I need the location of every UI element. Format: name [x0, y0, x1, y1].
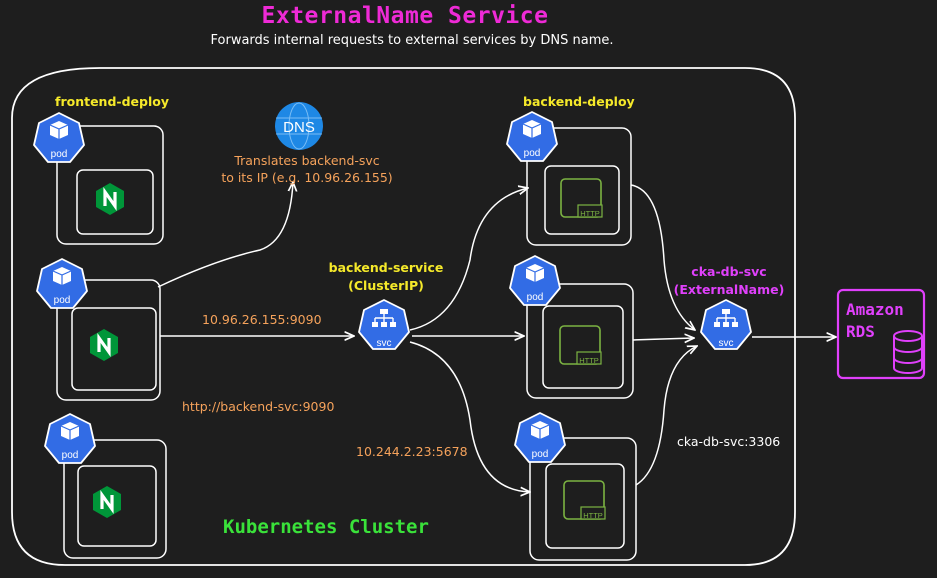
- dns-note-line-1: Translates backend-svc: [234, 153, 380, 168]
- svg-text:DNS: DNS: [283, 119, 315, 136]
- nginx-icon: [88, 327, 120, 363]
- db-service-type: (ExternalName): [673, 282, 785, 297]
- backend-deploy-label: backend-deploy: [523, 94, 635, 109]
- edge-service-to-pod-3: [409, 341, 530, 492]
- dns-note: Translates backend-svc to its IP (e.g. 1…: [212, 153, 402, 185]
- nginx-icon: [91, 484, 123, 520]
- svg-text:Amazon: Amazon: [846, 300, 904, 319]
- diagram-title: ExternalName Service: [261, 3, 549, 29]
- frontend-pod-3: [63, 439, 167, 559]
- dns-note-line-2: to its IP (e.g. 10.96.26.155): [221, 170, 393, 185]
- dns-icon: DNS: [275, 102, 323, 150]
- svc-badge-label: svc: [377, 338, 392, 349]
- pod-badge-label: pod: [51, 149, 68, 160]
- amazon-rds-icon: Amazon RDS: [836, 288, 926, 380]
- http-badge-label: HTTP: [580, 209, 600, 218]
- http-badge-label: HTTP: [583, 511, 603, 520]
- pod-badge-label: pod: [524, 148, 541, 159]
- pod-badge-label: pod: [532, 449, 549, 460]
- edge-service-to-pod-1: [409, 188, 528, 331]
- nginx-icon: [94, 181, 126, 217]
- cluster-ip-edge-label: 10.96.26.155:9090: [202, 312, 322, 327]
- kubernetes-cluster-boundary: [11, 67, 796, 566]
- edge-frontend-to-dns: [157, 182, 293, 288]
- backend-pod-2: [526, 283, 634, 399]
- pod-badge-label: pod: [527, 292, 544, 303]
- frontend-pod-1: [56, 125, 164, 245]
- svg-text:RDS: RDS: [846, 322, 875, 341]
- cluster-label: Kubernetes Cluster: [223, 516, 429, 538]
- edge-pod-1-to-db-svc: [630, 184, 695, 330]
- edge-pod-3-to-db-svc: [635, 346, 697, 486]
- db-port-edge-label: cka-db-svc:3306: [677, 434, 781, 449]
- backend-pod-3: [529, 437, 637, 561]
- svc-badge-label: svc: [719, 338, 734, 349]
- pod-badge-label: pod: [54, 295, 71, 306]
- frontend-pod-2: [56, 279, 161, 401]
- backend-service-type: (ClusterIP): [348, 278, 424, 293]
- pod-badge-label: pod: [62, 450, 79, 461]
- backend-service-name: backend-service: [328, 260, 444, 275]
- backend-service-label: backend-service (ClusterIP): [322, 260, 450, 293]
- frontend-deploy-label: frontend-deploy: [55, 94, 169, 109]
- diagram-subtitle: Forwards internal requests to external s…: [210, 33, 614, 48]
- http-url-edge-label: http://backend-svc:9090: [182, 399, 335, 414]
- http-badge-label: HTTP: [579, 356, 599, 365]
- edge-pod-2-to-db-svc: [632, 338, 694, 340]
- db-service-label: cka-db-svc (ExternalName): [666, 264, 792, 297]
- db-service-name: cka-db-svc: [691, 264, 767, 279]
- pod-ip-edge-label: 10.244.2.23:5678: [356, 444, 468, 459]
